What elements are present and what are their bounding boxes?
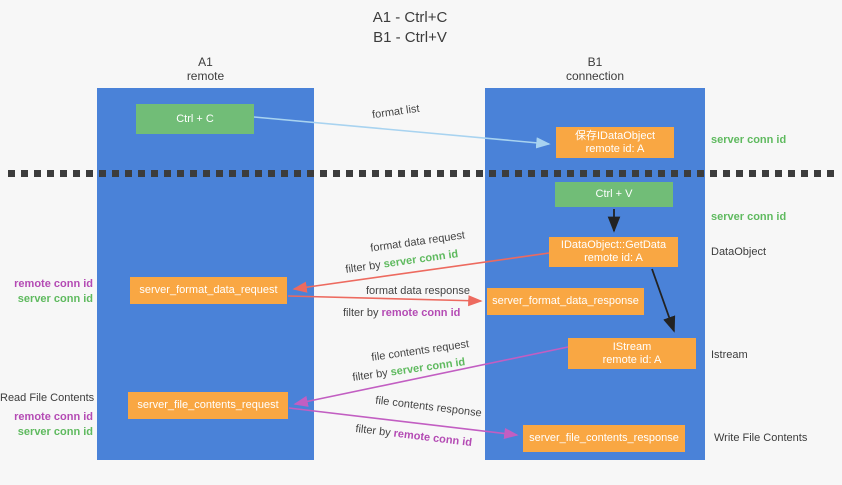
label-filter-by-server-2: filter by server conn id	[352, 356, 466, 384]
label-filter-by-server-1: filter by server conn id	[345, 248, 459, 276]
column-b1-role: connection	[565, 69, 625, 83]
label-format-data-response: format data response	[366, 285, 470, 297]
remote-conn-id-text: remote conn id	[381, 307, 461, 319]
node-save-idataobject: 保存IDataObject remote id: A	[556, 127, 674, 158]
node-ctrl-v: Ctrl + V	[555, 182, 673, 207]
node-idataobject-getdata: IDataObject::GetData remote id: A	[549, 237, 678, 267]
label-filter-by-remote-2: filter by remote conn id	[355, 423, 473, 449]
server-conn-id-text: server conn id	[382, 248, 460, 271]
dashed-separator	[8, 170, 836, 177]
title-line-2: B1 - Ctrl+V	[373, 29, 447, 46]
filter-by-text: filter by	[344, 258, 385, 276]
column-a1-role: remote	[186, 69, 225, 83]
node-server-format-data-response: server_format_data_response	[487, 288, 644, 315]
column-a1-name: A1	[198, 55, 213, 69]
remote-conn-id-text: remote conn id	[392, 427, 473, 450]
node-file-request-label: server_file_contents_request	[137, 399, 279, 411]
right-dataobject-label: DataObject	[711, 246, 767, 258]
node-ctrl-c: Ctrl + C	[136, 104, 254, 134]
node-istream: IStream remote id: A	[568, 338, 696, 369]
diagram-title: A1 - Ctrl+C B1 - Ctrl+V	[0, 8, 820, 48]
column-header-b1: B1 connection	[485, 55, 705, 83]
node-format-response-label: server_format_data_response	[492, 295, 639, 307]
filter-by-text: filter by	[351, 366, 392, 384]
node-format-request-label: server_format_data_request	[139, 284, 278, 296]
title-line-1: A1 - Ctrl+C	[372, 9, 448, 26]
filter-by-text: filter by	[354, 422, 395, 440]
node-istream-line1: IStream	[612, 340, 652, 353]
node-server-file-contents-request: server_file_contents_request	[128, 392, 288, 419]
column-header-a1: A1 remote	[97, 55, 314, 83]
node-file-response-label: server_file_contents_response	[529, 432, 679, 444]
left-remote-conn-id-1: remote conn id	[14, 278, 93, 290]
right-write-file-contents: Write File Contents	[714, 432, 808, 444]
node-save-idataobject-line1: 保存IDataObject	[574, 129, 656, 142]
left-server-conn-id-2: server conn id	[17, 426, 93, 438]
node-ctrl-v-label: Ctrl + V	[595, 188, 633, 200]
node-istream-line2: remote id: A	[602, 353, 662, 366]
node-ctrl-c-label: Ctrl + C	[176, 112, 214, 125]
left-server-conn-id-1: server conn id	[17, 293, 93, 305]
node-server-file-contents-response: server_file_contents_response	[523, 425, 685, 452]
left-read-file-contents: Read File Contents	[0, 392, 95, 404]
label-file-contents-response: file contents response	[374, 394, 483, 420]
filter-by-text: filter by	[343, 307, 382, 319]
node-getdata-line2: remote id: A	[584, 252, 643, 264]
label-format-list: format list	[371, 102, 421, 122]
node-getdata-line1: IDataObject::GetData	[560, 239, 667, 251]
node-save-idataobject-line2: remote id: A	[585, 142, 645, 155]
left-remote-conn-id-2: remote conn id	[14, 411, 93, 423]
node-server-format-data-request: server_format_data_request	[130, 277, 287, 304]
column-b1-name: B1	[587, 55, 603, 69]
right-istream-label: Istream	[711, 349, 748, 361]
label-filter-by-remote-1: filter by remote conn id	[343, 307, 460, 319]
right-server-conn-id-2: server conn id	[711, 211, 787, 223]
right-server-conn-id-1: server conn id	[711, 134, 787, 146]
